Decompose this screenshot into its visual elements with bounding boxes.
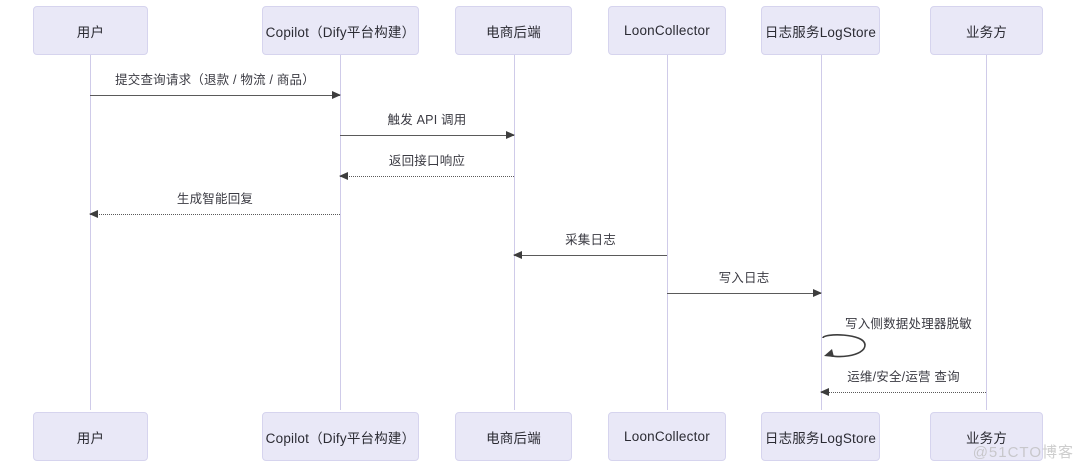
arrowhead-right-icon (332, 90, 341, 99)
participant-box-business-top[interactable]: 业务方 (930, 6, 1043, 55)
message-line (340, 176, 514, 177)
participant-label: 日志服务LogStore (764, 24, 877, 40)
message-label: 采集日志 (565, 233, 616, 247)
participant-label: 用户 (76, 430, 105, 446)
participant-box-backend-bottom[interactable]: 电商后端 (455, 412, 572, 461)
message-label: 返回接口响应 (388, 154, 466, 168)
arrowhead-right-icon (813, 288, 822, 297)
self-loop-arrow-icon (822, 334, 866, 358)
participant-box-business-bottom[interactable]: 业务方 (930, 412, 1043, 461)
participant-box-collector-bottom[interactable]: LoonCollector (608, 412, 726, 461)
watermark: @51CTO博客 (972, 444, 1074, 461)
message-line (667, 293, 821, 294)
participant-label: 业务方 (965, 430, 1008, 446)
message-label: 写入日志 (718, 271, 770, 285)
self-message-label: 写入侧数据处理器脱敏 (845, 317, 973, 331)
message-line (90, 214, 340, 215)
message-line (340, 135, 514, 136)
participant-label: Copilot（Dify平台构建） (265, 24, 416, 40)
lifeline-copilot (340, 55, 341, 410)
lifeline-collector (667, 55, 668, 410)
participant-label: LoonCollector (624, 23, 710, 38)
lifeline-logstore (821, 55, 822, 410)
participant-box-collector-top[interactable]: LoonCollector (608, 6, 726, 55)
participant-label: 电商后端 (486, 24, 541, 40)
lifeline-user (90, 55, 91, 410)
participant-label: LoonCollector (624, 429, 710, 444)
participant-label: 业务方 (965, 24, 1008, 40)
message-label: 生成智能回复 (176, 192, 254, 206)
message-line (514, 255, 667, 256)
arrowhead-left-icon (513, 250, 522, 259)
message-label: 触发 API 调用 (387, 113, 467, 127)
message-line (90, 95, 340, 96)
arrowhead-right-icon (506, 130, 515, 139)
participant-box-logstore-bottom[interactable]: 日志服务LogStore (761, 412, 880, 461)
participant-box-logstore-top[interactable]: 日志服务LogStore (761, 6, 880, 55)
message-label: 运维/安全/运营 查询 (847, 370, 960, 384)
participant-label: 日志服务LogStore (764, 430, 877, 446)
participant-box-backend-top[interactable]: 电商后端 (455, 6, 572, 55)
participant-box-copilot-bottom[interactable]: Copilot（Dify平台构建） (262, 412, 419, 461)
participant-box-user-bottom[interactable]: 用户 (33, 412, 148, 461)
participant-box-user-top[interactable]: 用户 (33, 6, 148, 55)
participant-box-copilot-top[interactable]: Copilot（Dify平台构建） (262, 6, 419, 55)
participant-label: Copilot（Dify平台构建） (265, 430, 416, 446)
message-line (821, 392, 986, 393)
lifeline-business (986, 55, 987, 410)
arrowhead-left-icon (339, 171, 348, 180)
participant-label: 电商后端 (486, 430, 541, 446)
participant-label: 用户 (76, 24, 105, 40)
arrowhead-left-icon (89, 209, 98, 218)
message-label: 提交查询请求（退款 / 物流 / 商品） (115, 73, 315, 87)
lifeline-backend (514, 55, 515, 410)
self-message-data-masking: 写入侧数据处理器脱敏 (821, 317, 972, 368)
arrowhead-left-icon (820, 387, 829, 396)
